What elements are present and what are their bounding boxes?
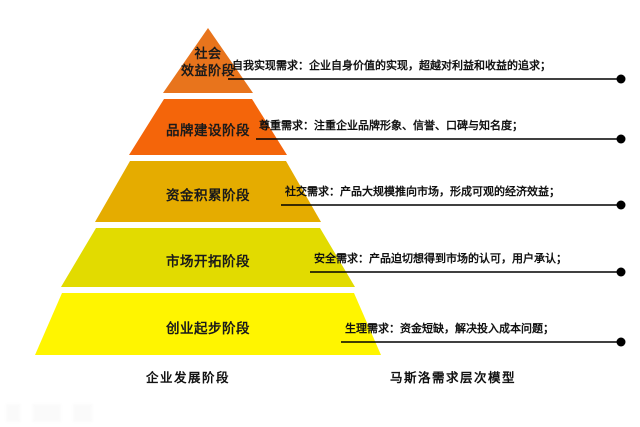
caption-right-maslow-model: 马斯洛需求层次模型 xyxy=(390,370,517,385)
connector-line-5 xyxy=(228,74,626,84)
pyramid-tier-3-shape[interactable] xyxy=(95,161,321,222)
pyramid-tier-1-shape[interactable] xyxy=(35,293,381,355)
connector-line-2 xyxy=(310,267,626,277)
caption-left-enterprise-stages: 企业发展阶段 xyxy=(146,370,231,385)
need-text-self-actualization: 自我实现需求：企业自身价值的实现，超越对利益和收益的追求； xyxy=(232,59,551,72)
pyramid-tier-2-shape[interactable] xyxy=(61,228,355,287)
need-text-social: 社交需求：产品大规模推向市场，形成可观的经济效益； xyxy=(285,185,560,198)
connector-line-3 xyxy=(281,200,626,210)
connector-line-4 xyxy=(256,134,626,144)
pyramid-tier-4-shape[interactable] xyxy=(129,99,287,155)
need-text-physiological: 生理需求：资金短缺，解决投入成本问题； xyxy=(345,322,554,335)
faint-watermark-artifact xyxy=(6,404,126,422)
need-text-esteem: 尊重需求：注重企业品牌形象、信誉、口碑与知名度； xyxy=(259,119,523,132)
connector-line-1 xyxy=(341,337,626,347)
need-text-safety: 安全需求：产品迫切想得到市场的认可，用户承认； xyxy=(314,252,567,265)
pyramid-tier-5-shape[interactable] xyxy=(163,28,253,93)
